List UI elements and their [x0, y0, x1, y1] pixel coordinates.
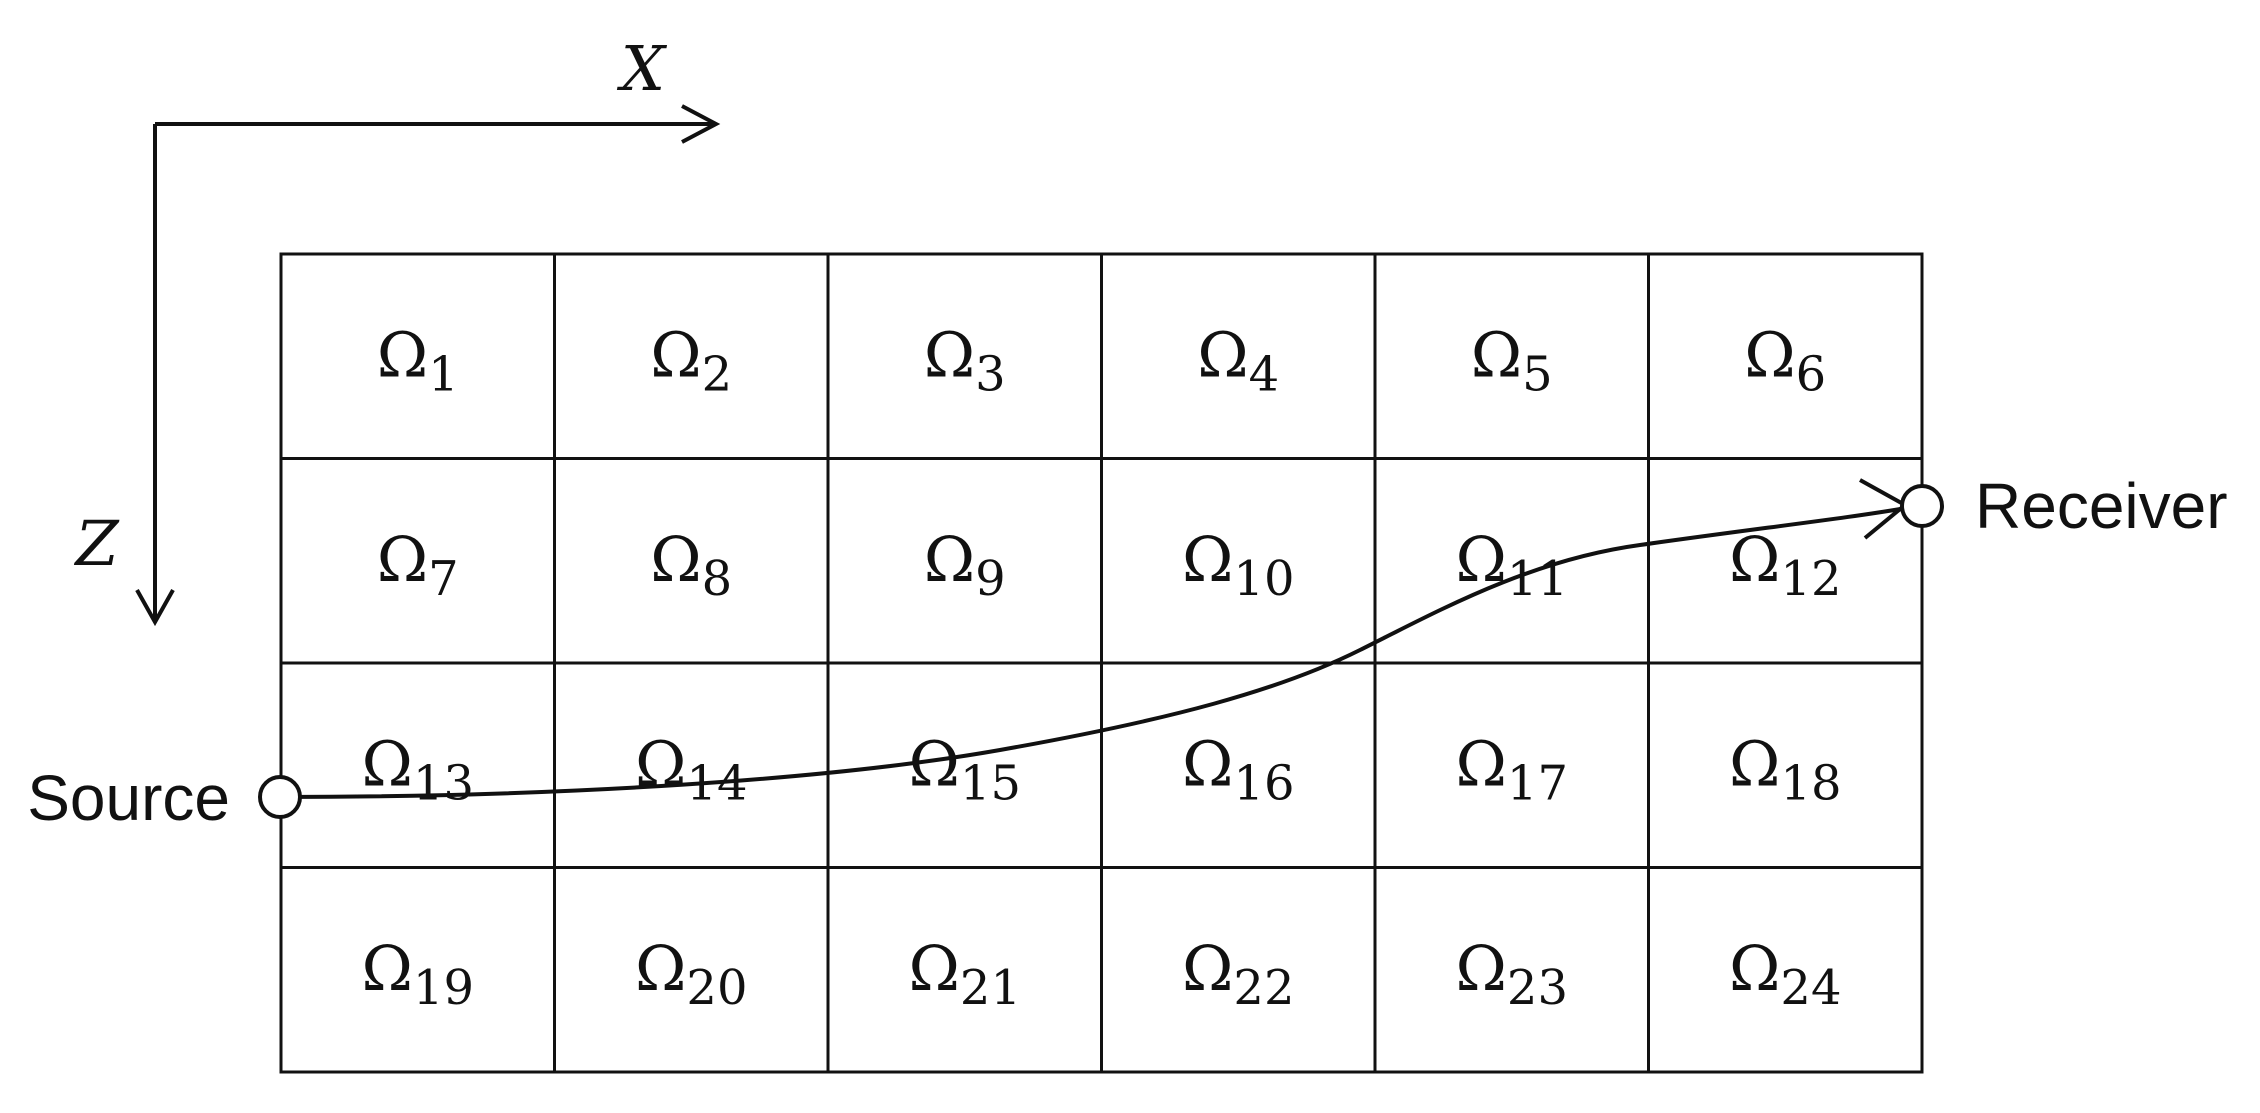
cell-subscript: 22 [1233, 960, 1294, 1016]
cell-label-omega-8: Ω8 [650, 523, 732, 607]
cell-subscript: 9 [975, 551, 1006, 607]
cell-label-omega-21: Ω21 [909, 932, 1021, 1016]
ray-path [279, 505, 1913, 799]
cell-label-omega-13: Ω13 [362, 727, 474, 811]
x-axis-label: X [617, 32, 668, 105]
cell-label-omega-7: Ω7 [377, 523, 459, 607]
omega-symbol: Ω [1182, 727, 1233, 800]
receiver-label: Receiver [1975, 470, 2228, 542]
omega-symbol: Ω [1729, 523, 1780, 596]
cell-label-omega-17: Ω17 [1456, 727, 1568, 811]
cell-label-omega-22: Ω22 [1182, 932, 1294, 1016]
cell-subscript: 5 [1522, 346, 1553, 402]
cell-label-omega-23: Ω23 [1456, 932, 1568, 1016]
cell-label-omega-10: Ω10 [1182, 523, 1294, 607]
cell-subscript: 1 [428, 346, 459, 402]
cell-subscript: 8 [702, 551, 733, 607]
omega-symbol: Ω [1729, 932, 1780, 1005]
cell-subscript: 2 [702, 346, 733, 402]
omega-symbol: Ω [1471, 318, 1522, 391]
omega-symbol: Ω [362, 932, 413, 1005]
omega-symbol: Ω [1197, 318, 1248, 391]
omega-symbol: Ω [1744, 318, 1795, 391]
cell-subscript: 6 [1796, 346, 1827, 402]
cell-subscript: 4 [1249, 346, 1280, 402]
cell-label-omega-4: Ω4 [1197, 318, 1279, 402]
omega-symbol: Ω [362, 727, 413, 800]
x-axis-arrowhead [681, 104, 721, 144]
z-axis-label: Z [73, 507, 119, 580]
cell-subscript: 23 [1507, 960, 1568, 1016]
cell-subscript: 10 [1233, 551, 1294, 607]
ray-arrowhead [1859, 478, 1909, 540]
cell-label-omega-24: Ω24 [1729, 932, 1841, 1016]
omega-symbol: Ω [924, 523, 975, 596]
source-marker [258, 775, 302, 819]
omega-symbol: Ω [650, 523, 701, 596]
cell-label-omega-1: Ω1 [377, 318, 459, 402]
cell-subscript: 3 [975, 346, 1006, 402]
omega-symbol: Ω [1456, 932, 1507, 1005]
z-axis-arrowhead [135, 589, 175, 627]
omega-symbol: Ω [924, 318, 975, 391]
cell-label-omega-18: Ω18 [1729, 727, 1841, 811]
cell-subscript: 24 [1780, 960, 1841, 1016]
cell-subscript: 18 [1780, 755, 1841, 811]
cell-label-omega-9: Ω9 [924, 523, 1006, 607]
cell-label-omega-6: Ω6 [1744, 318, 1826, 402]
cell-label-omega-20: Ω20 [635, 932, 747, 1016]
cell-label-omega-2: Ω2 [650, 318, 732, 402]
omega-symbol: Ω [909, 932, 960, 1005]
source-label: Source [27, 762, 230, 834]
cell-label-omega-5: Ω5 [1471, 318, 1553, 402]
cell-label-omega-12: Ω12 [1729, 523, 1841, 607]
cell-subscript: 20 [686, 960, 747, 1016]
omega-symbol: Ω [1182, 523, 1233, 596]
cell-subscript: 21 [960, 960, 1021, 1016]
ray: Source Receiver [27, 470, 2227, 834]
cell-label-omega-15: Ω15 [909, 727, 1021, 811]
cell-subscript: 16 [1233, 755, 1294, 811]
cell-subscript: 17 [1507, 755, 1568, 811]
omega-symbol: Ω [650, 318, 701, 391]
cell-subscript: 12 [1780, 551, 1841, 607]
omega-symbol: Ω [1182, 932, 1233, 1005]
cell-subscript: 15 [960, 755, 1021, 811]
cell-label-omega-16: Ω16 [1182, 727, 1294, 811]
receiver-marker [1900, 484, 1944, 528]
cell-subscript: 13 [413, 755, 474, 811]
cell-label-omega-3: Ω3 [924, 318, 1006, 402]
omega-symbol: Ω [377, 523, 428, 596]
omega-symbol: Ω [377, 318, 428, 391]
axes: X Z [73, 32, 721, 627]
omega-symbol: Ω [635, 932, 686, 1005]
cell-label-omega-14: Ω14 [635, 727, 747, 811]
omega-symbol: Ω [1456, 727, 1507, 800]
cell-label-omega-19: Ω19 [362, 932, 474, 1016]
omega-symbol: Ω [635, 727, 686, 800]
omega-symbol: Ω [1729, 727, 1780, 800]
cell-subscript: 19 [413, 960, 474, 1016]
cell-subscript: 7 [428, 551, 459, 607]
